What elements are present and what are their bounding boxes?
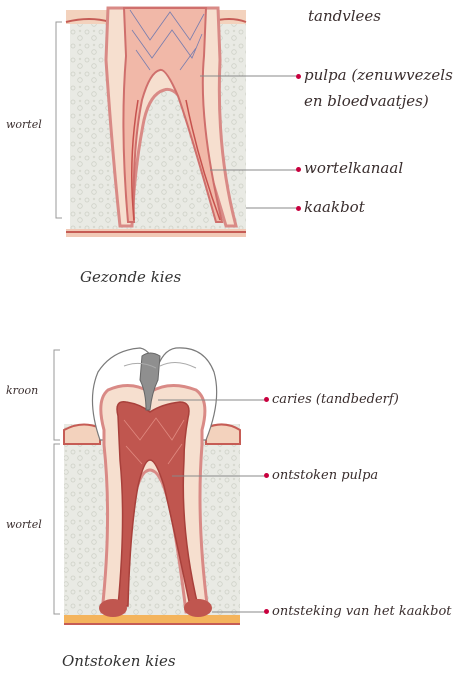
label-wortelkanaal-text: wortelkanaal	[304, 159, 403, 177]
label-pulpa-line2: en bloedvaatjes)	[304, 92, 429, 110]
label-ontstoken-pulpa: ontstoken pulpa	[264, 468, 378, 484]
label-pulpa-line1: pulpa (zenuwvezels	[304, 66, 453, 84]
abscess-right	[184, 599, 212, 617]
label-wortelkanaal: wortelkanaal	[296, 159, 403, 177]
label-kaakbot: kaakbot	[296, 198, 365, 216]
label-pulpa: pulpa (zenuwvezels	[296, 66, 453, 84]
bullet-dot	[264, 473, 269, 478]
label-caries: caries (tandbederf)	[264, 392, 399, 408]
label-caries-text: caries (tandbederf)	[272, 392, 399, 407]
inflamed-gum	[64, 424, 100, 444]
label-tandvlees: tandvlees	[308, 7, 381, 25]
label-ontstoken-pulpa-text: ontstoken pulpa	[272, 468, 378, 483]
label-wortel-inflamed: wortel	[6, 518, 42, 531]
caption-healthy: Gezonde kies	[80, 268, 181, 286]
label-kaakbot-text: kaakbot	[304, 198, 365, 216]
bullet-dot	[296, 74, 301, 79]
label-wortel-healthy: wortel	[6, 118, 42, 131]
bullet-dot	[264, 397, 269, 402]
abscess-left	[99, 599, 127, 617]
bullet-dot	[296, 206, 301, 211]
bullet-dot	[296, 167, 301, 172]
label-kroon: kroon	[6, 384, 38, 397]
label-ontsteking-kaakbot: ontsteking van het kaakbot	[264, 604, 452, 620]
inflamed-tooth	[54, 348, 264, 624]
caption-inflamed: Ontstoken kies	[62, 652, 176, 670]
inflamed-bone-base	[64, 615, 240, 624]
label-ontsteking-kaakbot-text: ontsteking van het kaakbot	[272, 604, 452, 619]
healthy-tooth	[56, 8, 296, 237]
bullet-dot	[264, 609, 269, 614]
